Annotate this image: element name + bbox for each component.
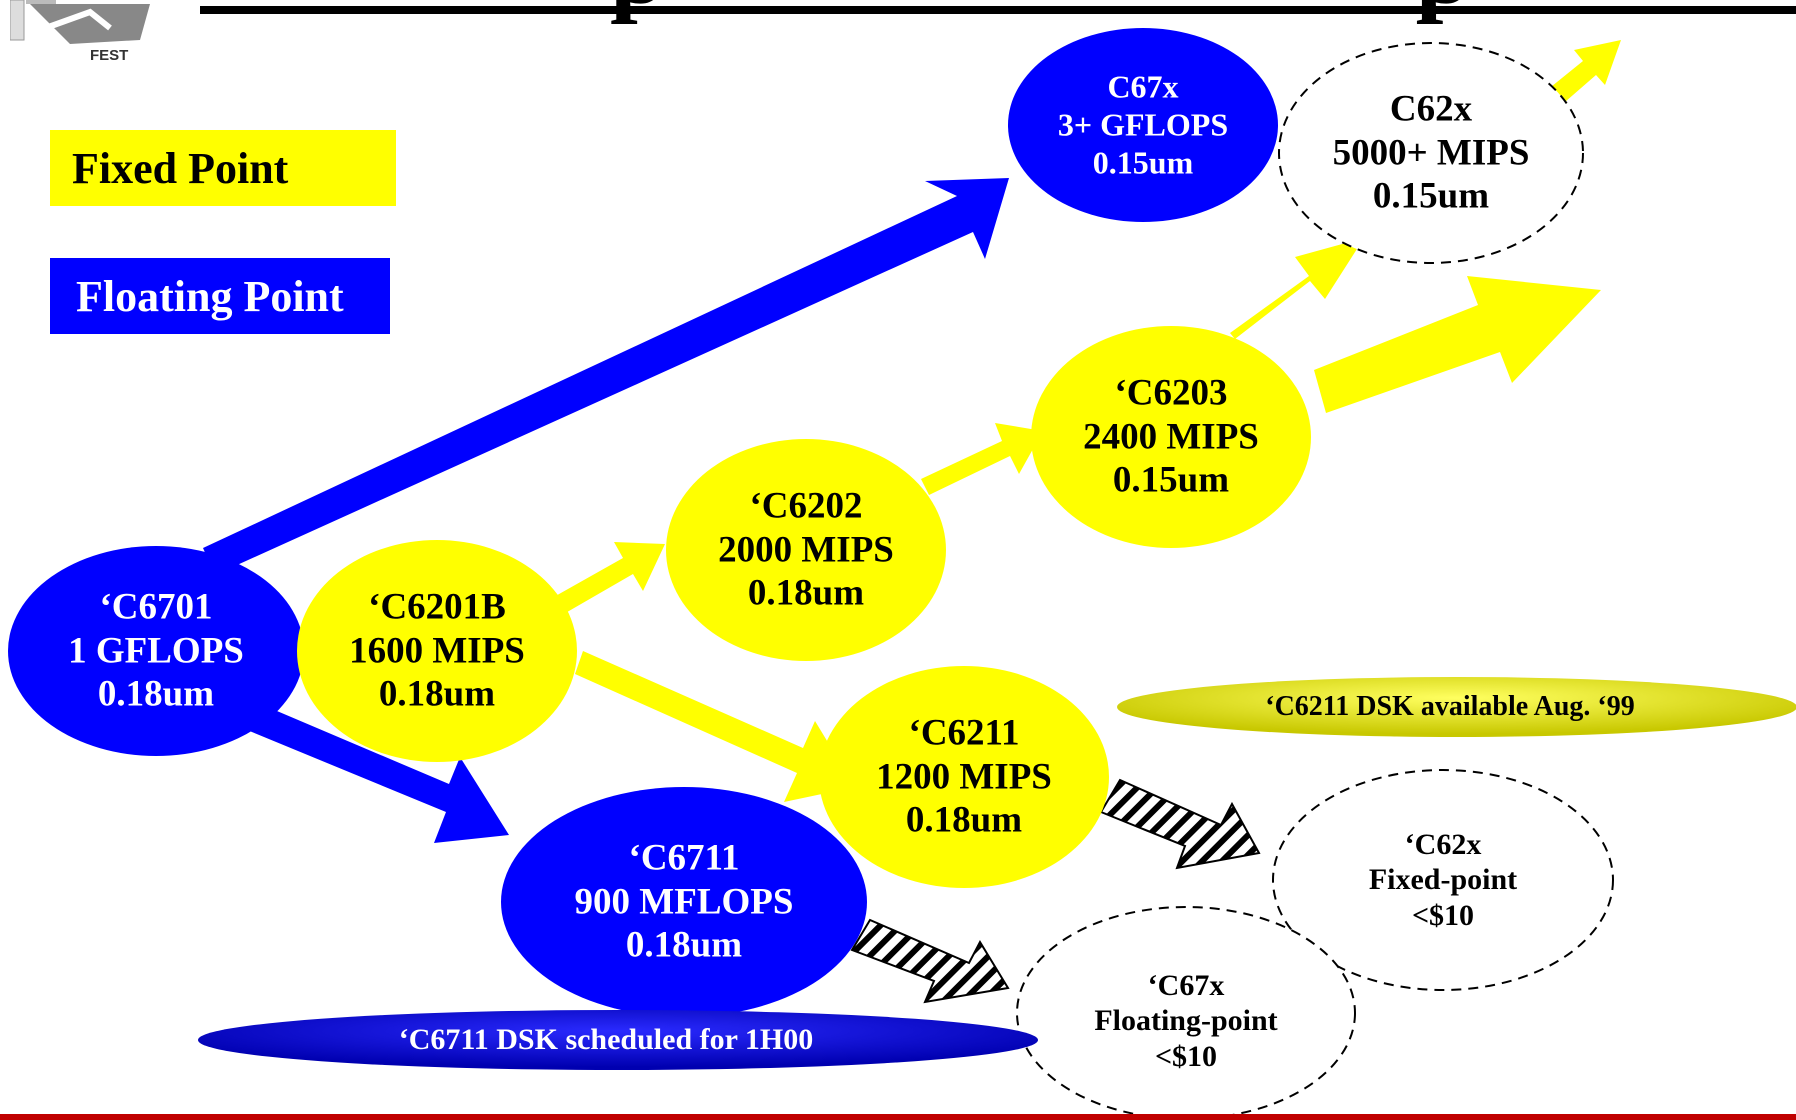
node-c6711-line-1: ‘C6711 [628,837,740,879]
node-c67x-top-line-2: 3+ GFLOPS [1057,106,1229,143]
banner-c6711-dsk [198,1010,1038,1070]
arrow-c6701-to-c6711 [213,689,509,843]
arrow-c6201b-to-c6211 [575,651,855,802]
node-c62x-low-line-1: ‘C62x [1404,827,1482,861]
node-c6211-line-1: ‘C6211 [908,712,1020,754]
node-c62x-top-line-3: 0.15um [1372,175,1490,217]
node-c6202-line-3: 0.18um [747,572,865,614]
node-c6711-line-2: 900 MFLOPS [574,881,794,923]
node-c6701-line-1: ‘C6701 [99,586,213,628]
node-c6711 [501,787,867,1017]
logo-mark-shape [30,4,150,44]
node-c6211-label: ‘C6211 1200 MIPS 0.18um [876,712,1052,843]
node-c62x-low-line-2: Fixed-point [1368,863,1518,897]
logo-mark-top [26,0,56,4]
legend-fixed-point: Fixed Point [50,130,396,206]
node-c6211-line-2: 1200 MIPS [876,756,1052,798]
logo-mark-left [10,0,25,41]
node-c6203 [1031,326,1311,548]
node-c6701-line-2: 1 GFLOPS [68,630,244,672]
arrow-c6203-to-future [1314,276,1601,413]
arrow-c6211-to-c62x-low [1099,778,1261,870]
node-c6701-line-3: 0.18um [97,673,215,715]
title-rule [200,6,1796,14]
node-c62x-top-label: C62x 5000+ MIPS 0.15um [1333,88,1530,219]
arrow-c6202-to-c6203 [921,423,1043,495]
node-c6202-line-1: ‘C6202 [749,485,863,527]
node-c6711-label: ‘C6711 900 MFLOPS 0.18um [575,837,794,968]
node-c6211 [819,666,1109,888]
node-c67x-top-line-3: 0.15um [1092,143,1194,180]
banner-c6211-dsk [1117,677,1796,737]
legend-fixed-point-label: Fixed Point [72,143,289,193]
node-c67x-low-line-3: <$10 [1154,1039,1218,1073]
node-c6201b-label: ‘C6201B 1600 MIPS 0.18um [349,586,525,717]
node-c67x-top-line-1: C67x [1107,68,1179,105]
node-c6202-line-2: 2000 MIPS [718,529,894,571]
node-c6701-label: ‘C6701 1 GFLOPS 0.18um [68,586,244,717]
node-c6701 [8,546,304,756]
node-c6203-line-3: 0.15um [1112,459,1230,501]
node-c67x-top [1008,28,1278,222]
node-c67x-low-line-1: ‘C67x [1147,968,1225,1002]
logo-mark-swoosh [38,8,112,33]
arrow-c6201b-to-c6202 [552,542,665,615]
arrow-c6711-to-c67x-low [850,918,1010,1004]
node-c6201b-line-2: 1600 MIPS [349,630,525,672]
banner-c6211-dsk-label: ‘C6211 DSK available Aug. ‘99 [1265,691,1635,722]
legend-floating-point: Floating Point [50,258,390,334]
node-c67x-top-label: C67x 3+ GFLOPS 0.15um [1058,68,1228,181]
arrow-c6203-to-c62x [1230,238,1364,339]
node-c67x-low-line-2: Floating-point [1094,1004,1278,1038]
node-c62x-low-line-3: <$10 [1411,898,1475,932]
company-logo: FEST [10,0,150,64]
banner-c6711-dsk-label: ‘C6711 DSK scheduled for 1H00 [398,1023,814,1056]
node-c6201b-line-3: 0.18um [378,673,496,715]
node-c6203-label: ‘C6203 2400 MIPS 0.15um [1083,372,1259,503]
node-c67x-low-label: ‘C67x Floating-point <$10 [1094,968,1277,1074]
legend-floating-point-label: Floating Point [76,271,344,321]
node-c6202 [666,439,946,661]
node-c62x-top-line-1: C62x [1389,88,1473,130]
node-c62x-top-line-2: 5000+ MIPS [1332,132,1530,174]
node-c6711-line-3: 0.18um [625,924,743,966]
arrow-c6701-to-c67x [203,178,1009,575]
node-c6201b [297,540,577,762]
logo-label: FEST [90,47,128,64]
node-c67x-low [1016,906,1356,1120]
node-c62x-low [1272,769,1614,991]
node-c6211-line-3: 0.18um [905,799,1023,841]
bottom-bar [0,1114,1796,1120]
node-c6203-line-1: ‘C6203 [1114,372,1228,414]
node-c6201b-line-1: ‘C6201B [368,586,506,628]
node-c62x-top [1278,42,1584,264]
node-c6202-label: ‘C6202 2000 MIPS 0.18um [718,485,894,616]
node-c62x-low-label: ‘C62x Fixed-point <$10 [1369,827,1517,933]
node-c6203-line-2: 2400 MIPS [1083,416,1259,458]
